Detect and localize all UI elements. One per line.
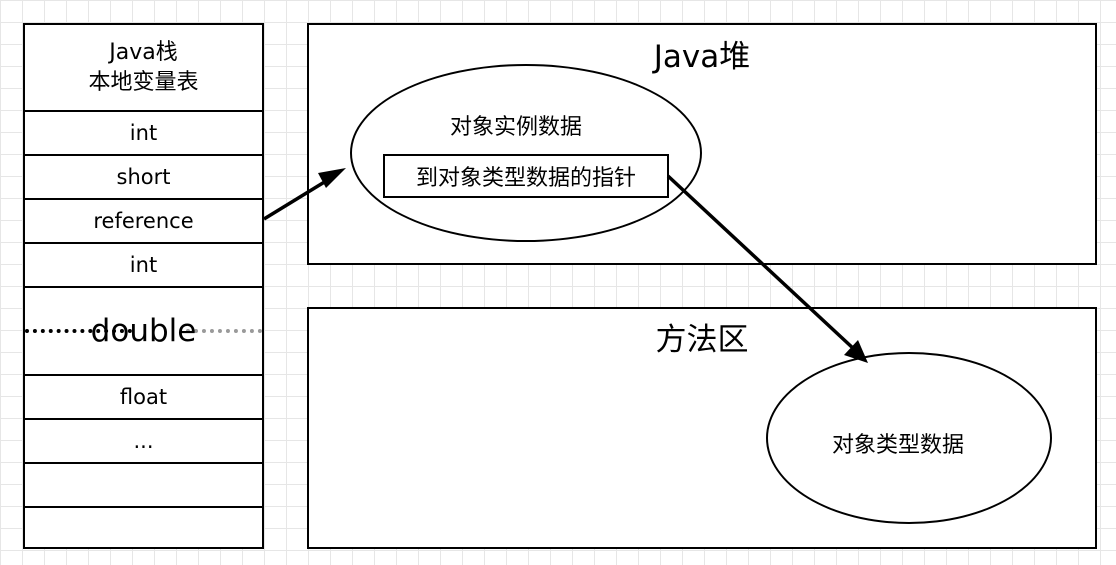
slot-label: double: [90, 313, 197, 349]
slot-double: double: [25, 288, 262, 376]
slot-int-2: int: [25, 244, 262, 288]
slot-label: int: [129, 121, 158, 145]
type-pointer-box: 到对象类型数据的指针: [383, 154, 669, 198]
slot-label: short: [116, 165, 171, 189]
slot-empty-1: [25, 464, 262, 508]
instance-data-label: 对象实例数据: [450, 115, 583, 140]
double-divider-dotted-right: [186, 329, 262, 333]
slot-reference: reference: [25, 200, 262, 244]
pointer-label: 到对象类型数据的指针: [415, 166, 636, 191]
slot-short: short: [25, 156, 262, 200]
slot-label: int: [129, 253, 158, 277]
type-data-ellipse: [766, 352, 1052, 524]
type-data-label: 对象类型数据: [832, 433, 965, 458]
slot-label: ...: [133, 429, 154, 453]
stack-title: Java栈: [109, 39, 178, 65]
heap-title: Java堆: [653, 39, 751, 75]
object-instance-ellipse: [350, 64, 702, 242]
stack-header: Java栈 本地变量表: [25, 25, 262, 112]
slot-empty-2: [25, 508, 262, 551]
slot-label: float: [119, 385, 168, 409]
slot-ellipsis: ...: [25, 420, 262, 464]
double-divider-dotted-left: [25, 329, 132, 333]
stack-subtitle: 本地变量表: [88, 69, 199, 95]
slot-label: reference: [93, 209, 194, 233]
slot-int-1: int: [25, 112, 262, 156]
method-area-title: 方法区: [655, 322, 749, 358]
slot-float: float: [25, 376, 262, 420]
java-stack-local-variable-table: Java栈 本地变量表 int short reference int doub…: [23, 23, 264, 549]
